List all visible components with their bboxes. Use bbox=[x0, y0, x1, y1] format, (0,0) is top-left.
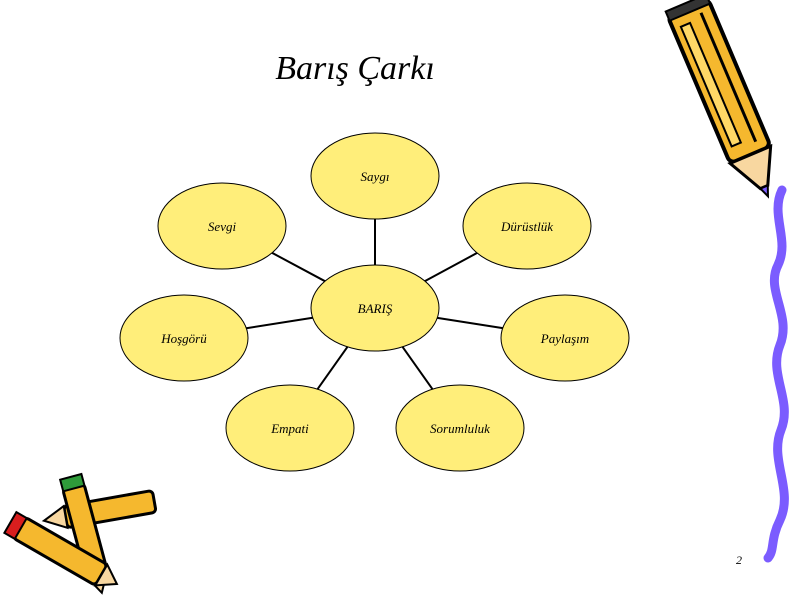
page-number: 2 bbox=[736, 553, 742, 567]
connector-line bbox=[401, 346, 434, 390]
spoke-node-shape bbox=[395, 384, 525, 472]
connector-line bbox=[246, 316, 313, 330]
connector-lines bbox=[246, 219, 503, 390]
spoke-node-shape bbox=[225, 384, 355, 472]
pencil-top-right-icon bbox=[664, 0, 773, 199]
spoke-node: Paylaşım bbox=[500, 294, 630, 382]
spoke-node-label: Paylaşım bbox=[540, 331, 589, 346]
spoke-node: Hoşgörü bbox=[119, 294, 249, 382]
slide-title: Barış Çarkı bbox=[275, 50, 435, 87]
spoke-node-label: Saygı bbox=[361, 169, 390, 184]
spoke-node-shape bbox=[119, 294, 249, 382]
pencils-bottom-left-icon bbox=[3, 472, 158, 595]
spoke-node-shape bbox=[310, 132, 440, 220]
connector-line bbox=[424, 252, 478, 282]
spoke-node-shape bbox=[500, 294, 630, 382]
spoke-node-shape bbox=[157, 182, 287, 270]
ribbon-decoration-icon bbox=[763, 185, 789, 563]
spoke-node-label: Sevgi bbox=[208, 219, 237, 234]
spoke-node-label: Empati bbox=[270, 421, 309, 436]
connector-line bbox=[437, 316, 503, 330]
spoke-node: Saygı bbox=[310, 132, 440, 220]
center-node-label: BARIŞ bbox=[358, 301, 393, 316]
center-node-shape bbox=[310, 264, 440, 352]
spoke-node: Dürüstlük bbox=[462, 182, 592, 270]
connector-line bbox=[271, 251, 326, 283]
spoke-node: Sevgi bbox=[157, 182, 287, 270]
spoke-node: Sorumluluk bbox=[395, 384, 525, 472]
spoke-node-label: Hoşgörü bbox=[160, 331, 207, 346]
spoke-node: Empati bbox=[225, 384, 355, 472]
spoke-node-label: Sorumluluk bbox=[430, 421, 490, 436]
connector-line bbox=[316, 346, 349, 390]
spoke-node-shape bbox=[462, 182, 592, 270]
center-node: BARIŞ bbox=[310, 264, 440, 352]
spoke-node-label: Dürüstlük bbox=[500, 219, 553, 234]
